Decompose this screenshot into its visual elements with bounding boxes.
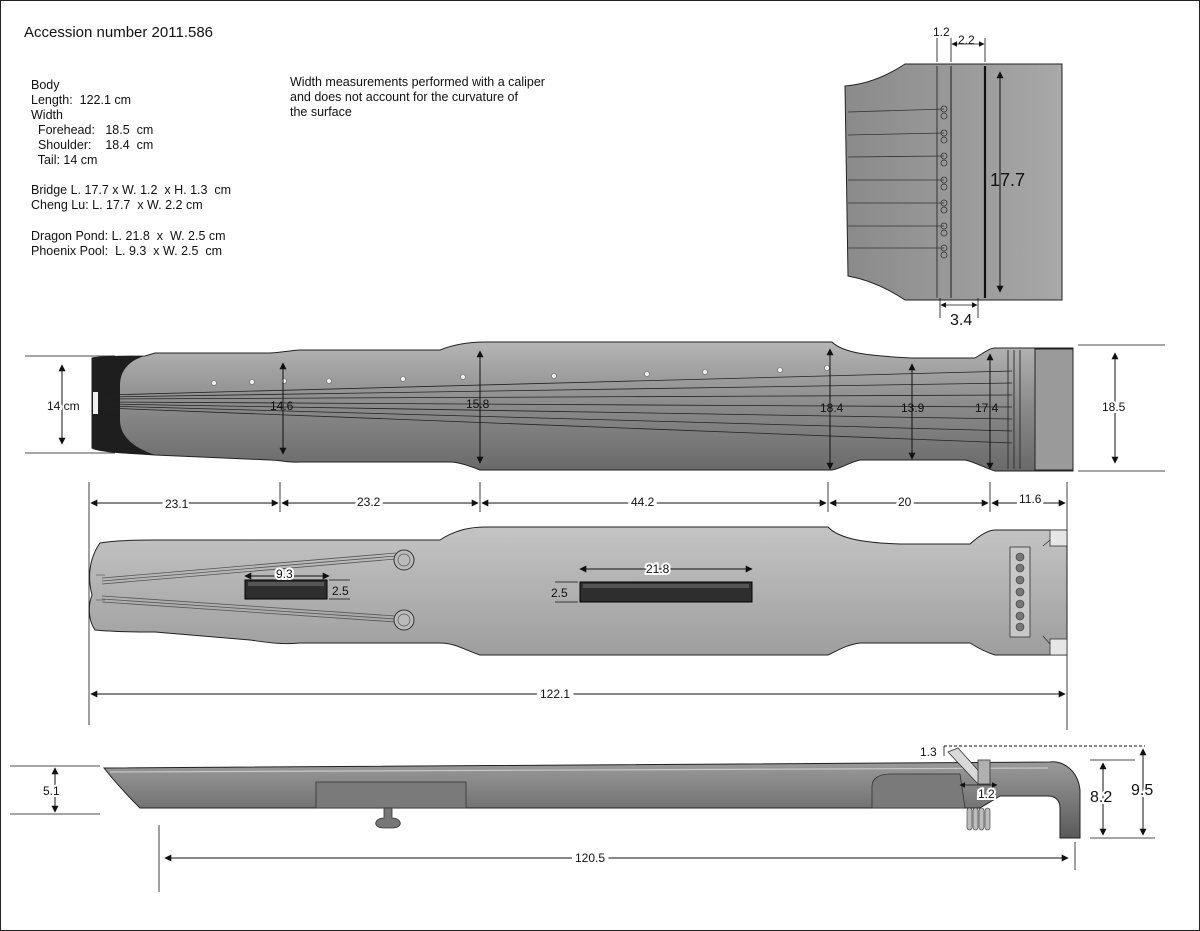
- measurement-note: Width measurements performed with a cali…: [290, 75, 545, 119]
- goose-foot-1: [393, 549, 415, 571]
- side-view: 5.1 1.3 1.2 8.2 9.5 120.5: [10, 745, 1155, 892]
- width-18-4-label: 18.4: [820, 401, 844, 415]
- seg-44-2-label: 44.2: [631, 495, 655, 509]
- height-9-5-label: 9.5: [1131, 782, 1153, 799]
- goose-foot-strings: [101, 552, 397, 623]
- dragon-length-label: 21.8: [646, 562, 670, 576]
- dragon-width-label: 2.5: [551, 586, 568, 600]
- top-view: 14 cm 14.6 15.8 18.4 13.9 17.4 18.5: [25, 341, 1165, 730]
- head-d1-label: 1.2: [933, 25, 950, 39]
- side-tail-height-label: 5.1: [43, 784, 60, 798]
- head-detail-body: [844, 63, 1063, 301]
- phoenix-length-label: 9.3: [276, 567, 293, 581]
- tuning-pegs: [1015, 552, 1025, 632]
- head-detail: 17.7 1.2 2.2 3.4: [844, 25, 1063, 329]
- spec-body: Body: [31, 78, 60, 92]
- phoenix-width-label: 2.5: [332, 584, 349, 598]
- spec-forehead: Forehead: 18.5 cm: [31, 123, 154, 137]
- head-strings: [847, 105, 948, 259]
- head-length-label: 17.7: [990, 170, 1025, 190]
- head-width-label: 3.4: [950, 312, 972, 329]
- spec-width: Width: [31, 108, 63, 122]
- hui-markers: [211, 365, 830, 386]
- seg-20-label: 20: [898, 495, 912, 509]
- tail-width-label: 14 cm: [47, 399, 80, 413]
- bridge-height-label: 1.3: [920, 745, 937, 759]
- side-tassels: [966, 807, 991, 831]
- spec-length: Length: 122.1 cm: [31, 93, 132, 107]
- width-15-8-label: 15.8: [466, 397, 490, 411]
- top-view-tail-dark: [92, 356, 155, 455]
- spec-phoenix-pool: Phoenix Pool: L. 9.3 x W. 2.5 cm: [31, 244, 223, 258]
- spec-dragon-pond: Dragon Pond: L. 21.8 x W. 2.5 cm: [31, 229, 226, 243]
- height-8-2-label: 8.2: [1090, 789, 1112, 806]
- width-17-4-label: 17.4: [975, 401, 999, 415]
- seg-11-6-label: 11.6: [1019, 492, 1042, 506]
- head-d2-label: 2.2: [958, 33, 975, 47]
- spec-tail: Tail: 14 cm: [31, 153, 98, 167]
- side-view-body: [102, 761, 1081, 839]
- spec-bridge: Bridge L. 17.7 x W. 1.2 x H. 1.3 cm: [31, 183, 232, 197]
- spec-shoulder: Shoulder: 18.4 cm: [31, 138, 154, 152]
- seg-23-1-label: 23.1: [165, 497, 189, 511]
- goose-foot-2: [393, 609, 415, 631]
- width-13-9-label: 13.9: [901, 401, 925, 415]
- top-view-strings: [104, 370, 1013, 444]
- bridge-width-label: 1.2: [978, 787, 995, 801]
- bottom-view-body: [88, 526, 1068, 656]
- side-foot: [375, 807, 401, 829]
- forehead-width-label: 18.5: [1102, 400, 1126, 414]
- side-length-label: 120.5: [575, 851, 605, 865]
- page-title: Accession number 2011.586: [24, 24, 214, 41]
- seg-23-2-label: 23.2: [357, 495, 381, 509]
- bottom-view: 9.3 2.5 21.8 2.5 122.1: [88, 526, 1068, 705]
- spec-cheng-lu: Cheng Lu: L. 17.7 x W. 2.2 cm: [31, 198, 203, 212]
- total-length-label: 122.1: [540, 687, 570, 701]
- width-14-6-label: 14.6: [270, 399, 294, 413]
